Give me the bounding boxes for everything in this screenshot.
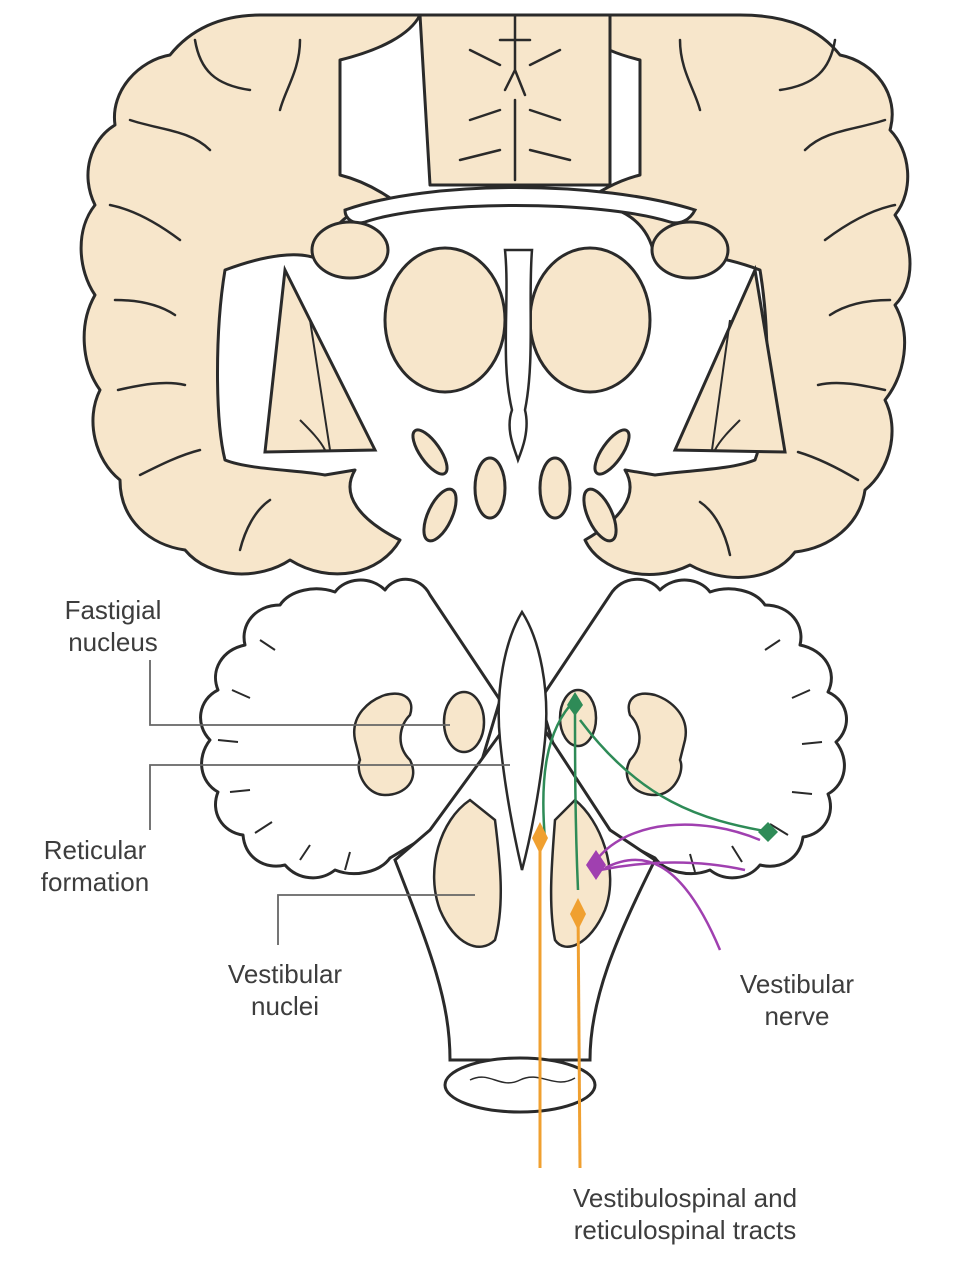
left-caudate	[310, 220, 390, 280]
right-lentiform	[672, 264, 787, 454]
cerebellum	[199, 577, 848, 880]
tract-marker-1	[532, 822, 548, 854]
tracts-label-line-2: reticulospinal tracts	[573, 1215, 797, 1245]
vestibular-nerve-marker	[586, 850, 606, 880]
vestibular-nuclei-label-line-1: Vestibular	[227, 959, 343, 989]
left-fastigial-nucleus	[442, 690, 486, 754]
third-ventricle	[503, 248, 534, 464]
fastigial-leader	[149, 660, 450, 726]
fourth-ventricle	[497, 609, 548, 871]
right-dentate-nucleus	[625, 692, 688, 797]
left-thalamus	[383, 246, 507, 394]
left-dentate-nucleus	[352, 692, 415, 797]
right-caudate	[650, 220, 730, 280]
lentiform-divisions	[299, 319, 741, 451]
deep-structures	[263, 186, 787, 543]
corpus-callosum	[343, 186, 698, 225]
tracts-label-line-1: Vestibulospinal and	[572, 1183, 798, 1213]
vestibular-nerve-label-line-2: nerve	[764, 1001, 830, 1031]
spinal-tracts	[538, 830, 582, 1169]
reticular-label-line-1: Reticular	[43, 835, 147, 865]
leader-lines	[149, 660, 510, 945]
fastigial-pathway	[542, 699, 771, 891]
left-lentiform	[263, 264, 378, 454]
nerve-green-marker	[758, 822, 778, 842]
fastigial-nucleus-label: Fastigial nucleus	[38, 594, 188, 658]
medulla-cross-section	[443, 1056, 597, 1114]
reticular-leader	[149, 764, 510, 830]
fastigial-label-line-1: Fastigial	[64, 595, 162, 625]
reticular-formation-label: Reticular formation	[10, 834, 180, 898]
vestibular-nuclei-shapes	[432, 798, 612, 948]
right-cerebellar-hemisphere	[538, 577, 848, 880]
cerebellar-folia	[217, 639, 823, 873]
fastigial-marker	[567, 692, 583, 716]
reticular-label-line-2: formation	[40, 867, 150, 897]
right-thalamus	[528, 246, 652, 394]
vestibular-nerve-label: Vestibular nerve	[712, 968, 882, 1032]
cortical-sulci	[108, 13, 897, 557]
tract-marker-2	[570, 898, 586, 930]
vestibular-nerve-label-line-1: Vestibular	[739, 969, 855, 999]
fastigial-label-line-2: nucleus	[68, 627, 158, 657]
left-vestibular-nucleus	[432, 798, 503, 948]
brainstem	[393, 697, 657, 1062]
vestibular-nuclei-leader	[277, 894, 475, 945]
spinal-tracts-label: Vestibulospinal and reticulospinal tract…	[515, 1182, 855, 1246]
vestibular-nuclei-label-line-2: nuclei	[251, 991, 319, 1021]
vestibular-nuclei-label: Vestibular nuclei	[200, 958, 370, 1022]
vestibular-nerve-pathway	[597, 823, 761, 951]
left-hemisphere	[79, 13, 422, 576]
